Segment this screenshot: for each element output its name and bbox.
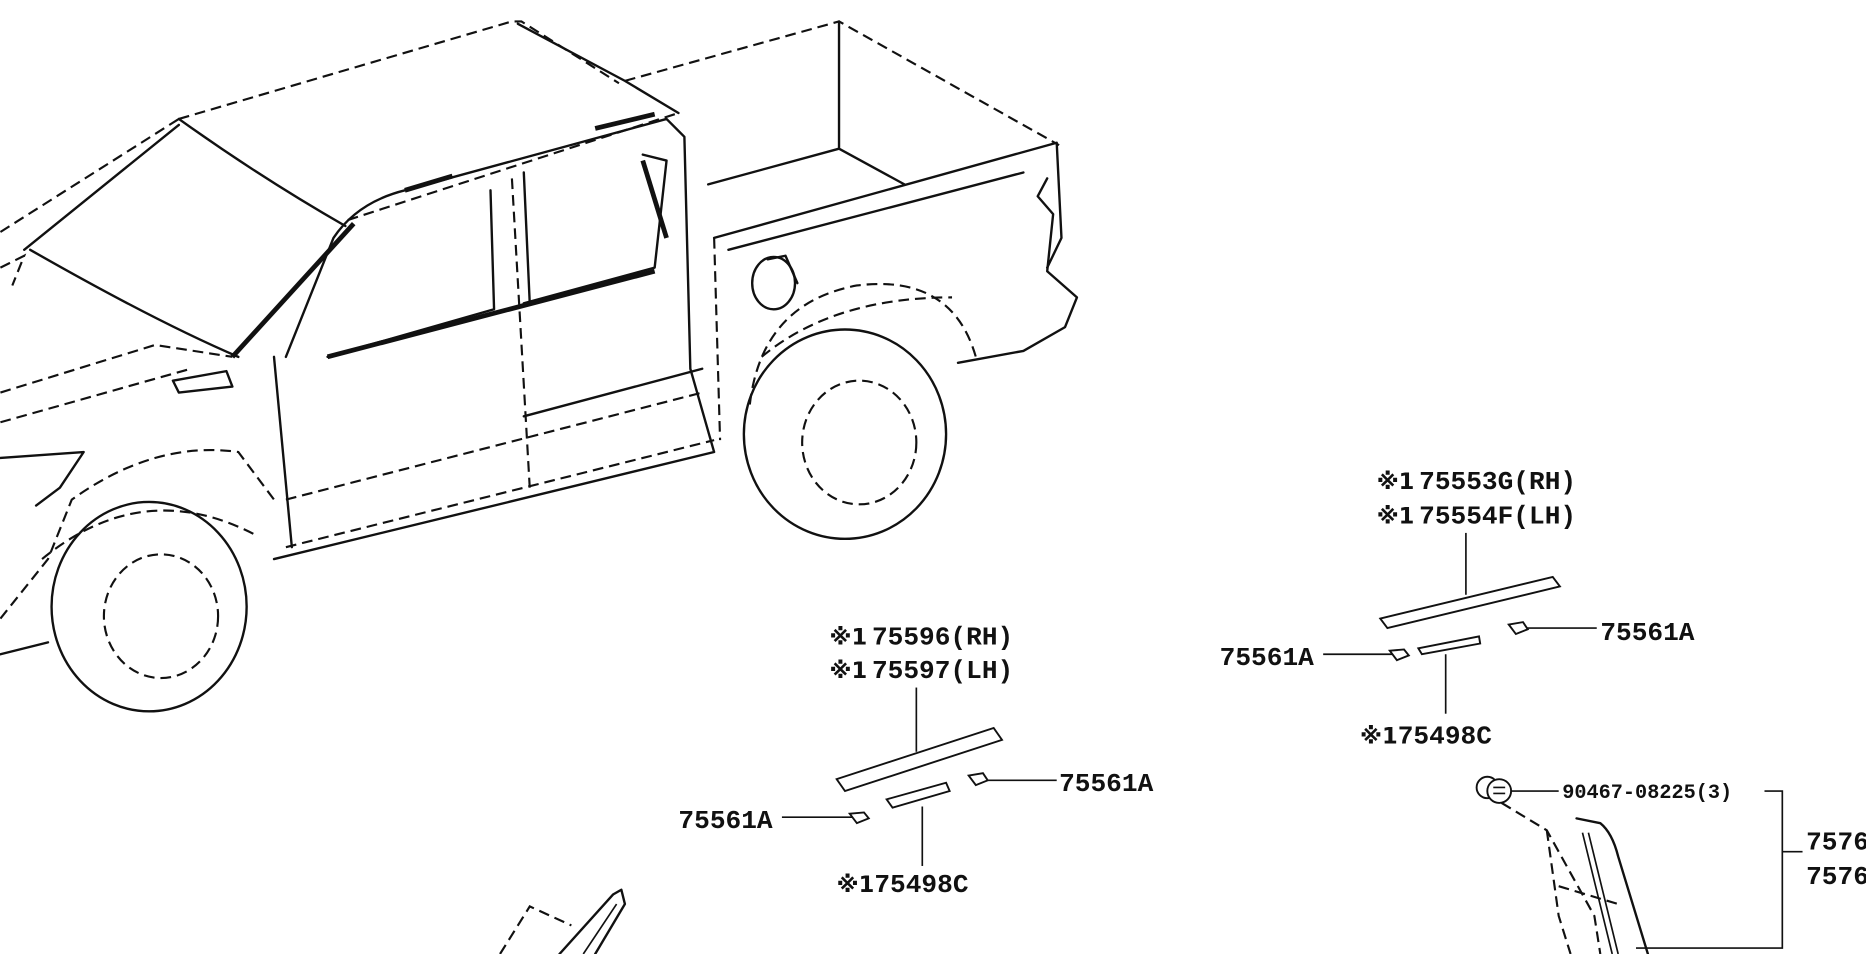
part-number-75596: 75596(RH) bbox=[872, 623, 1013, 653]
part-number-75498c: 75498C bbox=[874, 870, 968, 900]
truck-illustration bbox=[0, 20, 1079, 713]
note-marker: ※1 bbox=[830, 658, 868, 684]
svg-text:※175498C: ※175498C bbox=[1360, 721, 1492, 751]
note-marker: ※1 bbox=[830, 625, 868, 651]
clip-icon bbox=[966, 772, 990, 787]
fastener-clip-icon bbox=[1475, 775, 1513, 804]
part-number-75561a: 75561A bbox=[678, 806, 772, 836]
part-number-75554f: 75554F(LH) bbox=[1419, 501, 1576, 531]
part-number-7576-b: 7576 bbox=[1806, 862, 1866, 892]
part-number-75553g: 75553G(RH) bbox=[1419, 467, 1576, 497]
clip-icon bbox=[1387, 648, 1411, 662]
rear-sill-insert bbox=[1416, 635, 1482, 656]
front-scuff-plate bbox=[835, 726, 1004, 793]
part-number-90467-08225: 90467-08225(3) bbox=[1562, 782, 1732, 805]
rear-scuff-plate bbox=[1378, 575, 1562, 630]
clip-icon bbox=[847, 811, 871, 825]
part-number-75561a: 75561A bbox=[1059, 769, 1153, 799]
front-sill-insert bbox=[885, 781, 951, 809]
part-number-75597: 75597(LH) bbox=[872, 656, 1013, 686]
rear-trim-group: 90467-08225(3) 7576 7576 bbox=[499, 775, 1866, 954]
part-number-75561a: 75561A bbox=[1220, 643, 1314, 673]
part-number-75561a: 75561A bbox=[1600, 618, 1694, 648]
part-number-7576-a: 7576 bbox=[1806, 827, 1866, 857]
clip-icon bbox=[1507, 621, 1530, 636]
part-number-75498c: 75498C bbox=[1398, 721, 1492, 751]
rear-trim-panel bbox=[1575, 817, 1650, 954]
svg-text:※175498C: ※175498C bbox=[837, 870, 969, 900]
